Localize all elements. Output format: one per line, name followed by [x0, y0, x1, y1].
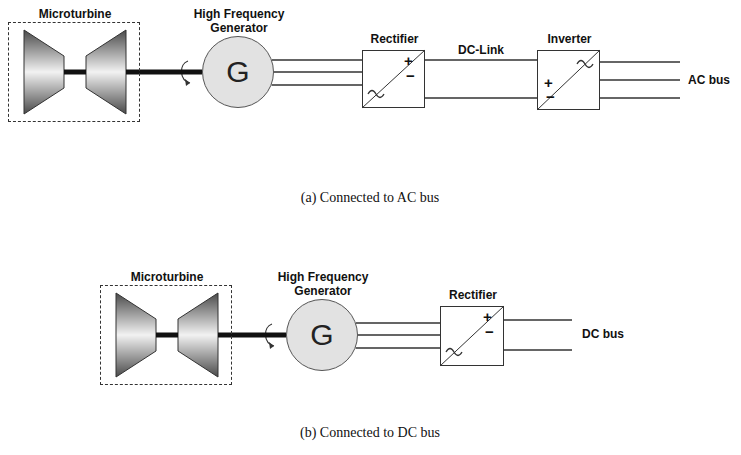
part-heading: High Frequency Generator [268, 270, 378, 298]
plus-sign: + [404, 53, 413, 68]
microturbine-box: Microturbine [100, 285, 232, 385]
shaft [64, 70, 86, 75]
dc-link-connector [425, 60, 537, 98]
ac-symbol [368, 91, 384, 98]
three-phase-connector [272, 60, 362, 85]
minus-sign: − [485, 324, 494, 339]
generator-letter: G [287, 300, 357, 370]
minus-sign: − [546, 89, 555, 104]
bus-wire [504, 319, 572, 320]
compressor-shape [116, 293, 156, 377]
turbine-shape [86, 30, 126, 114]
part-heading: Rectifier [350, 32, 440, 46]
bus-label: DC bus [580, 327, 626, 341]
plus-sign: + [544, 75, 553, 90]
inverter-box: Inverter+− [537, 50, 600, 110]
rectifier-box: Rectifier+− [362, 50, 425, 108]
three-phase-connector [356, 323, 440, 348]
rectifier-box: Rectifier+− [440, 306, 504, 366]
converter-diagonal [537, 50, 600, 110]
bus-wire [600, 97, 680, 98]
shaft [156, 333, 178, 338]
part-heading: Inverter [525, 32, 615, 46]
microturbine-box: Microturbine [8, 22, 140, 122]
generator-letter: G [203, 37, 273, 107]
shaft [218, 333, 232, 338]
minus-sign: − [406, 68, 415, 83]
ac-symbol [577, 61, 593, 68]
part-heading: Microturbine [107, 270, 227, 284]
bus-wire [600, 61, 680, 62]
part-heading: Rectifier [428, 288, 518, 302]
turbine-shape [178, 293, 218, 377]
compressor-shape [24, 30, 64, 114]
caption: (b) Connected to DC bus [298, 425, 442, 441]
bus-wire [600, 79, 680, 80]
plus-sign: + [483, 309, 492, 324]
edge-label: DC-Link [456, 43, 506, 57]
caption: (a) Connected to AC bus [299, 190, 441, 206]
converter-diagonal [362, 50, 425, 108]
part-heading: Microturbine [15, 7, 135, 21]
ac-symbol [446, 349, 462, 356]
shaft [126, 70, 140, 75]
bus-label: AC bus [686, 73, 732, 87]
shaft-connector [232, 333, 286, 338]
generator-circle: High Frequency GeneratorG [286, 299, 358, 371]
rotation-arrowhead [185, 79, 190, 86]
generator-circle: High Frequency GeneratorG [202, 36, 274, 108]
turbine-illustration [116, 293, 232, 377]
part-heading: High Frequency Generator [184, 7, 294, 35]
shaft-connector [140, 70, 202, 75]
bus-wire [504, 349, 572, 350]
rotation-arrowhead [269, 342, 274, 349]
converter-diagonal [440, 306, 504, 366]
